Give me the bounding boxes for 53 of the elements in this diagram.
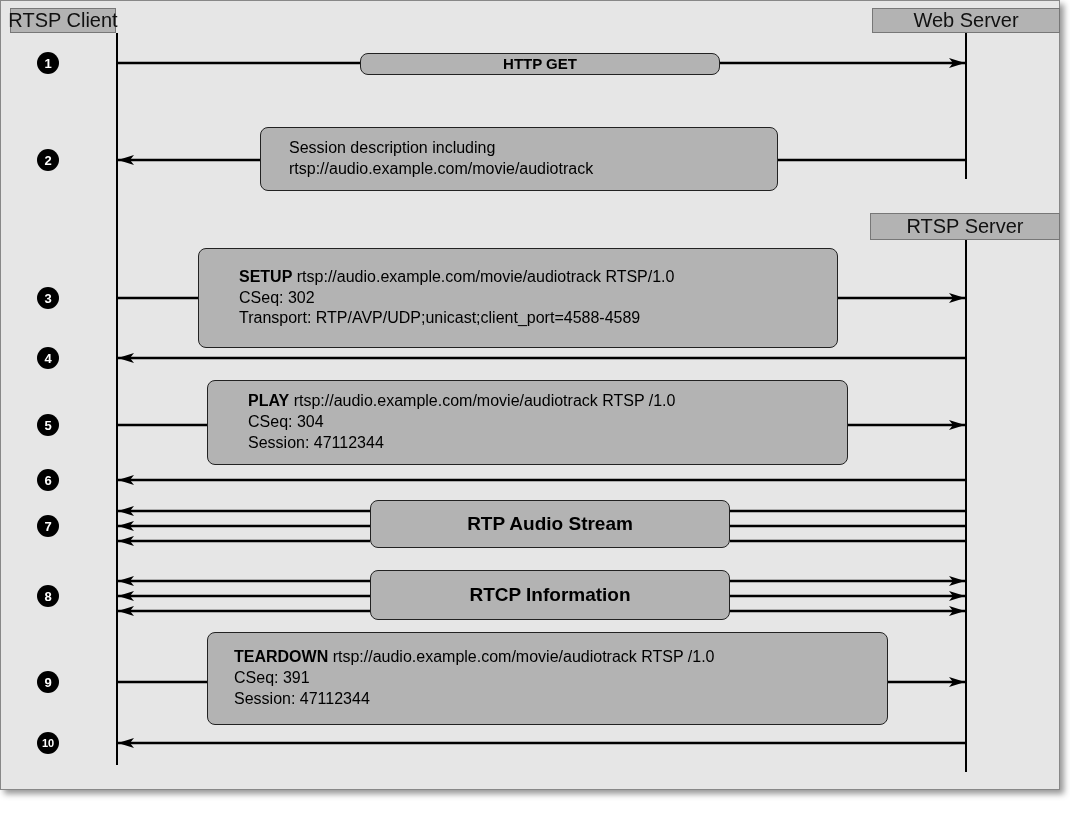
message-text: CSeq: 304 (248, 412, 324, 433)
message-box (260, 127, 778, 191)
connector-line (730, 524, 965, 528)
participant-box (870, 213, 1060, 240)
message-text: PLAY rtsp://audio.example.com/movie/audiotrack RTSP /1.0 (248, 391, 676, 412)
participant-box (872, 8, 1060, 33)
arrow (720, 58, 965, 68)
message-text: Session: 47112344 (248, 432, 384, 453)
connector-line (778, 158, 965, 162)
participant-name: RTSP Server (906, 215, 1024, 238)
connector-line (118, 680, 207, 684)
message-box (207, 380, 848, 465)
arrow (730, 606, 965, 616)
lifeline (965, 240, 967, 772)
arrow (118, 353, 965, 363)
message-text: Session description including rtsp://audio.example.com/movie/audiotrack (289, 138, 595, 179)
connector-line (118, 423, 207, 427)
arrow (118, 506, 370, 516)
arrow (730, 576, 965, 586)
arrow (848, 420, 965, 430)
message-text: SETUP rtsp://audio.example.com/movie/audiotrack RTSP/1.0 (239, 266, 675, 287)
lifeline (965, 33, 967, 179)
message-box (198, 248, 838, 348)
message-box (207, 632, 888, 725)
arrow (730, 591, 965, 601)
arrow (118, 738, 965, 748)
participant-name: RTSP Client (8, 9, 118, 32)
message-box (370, 570, 730, 620)
message-text: CSeq: 302 (239, 287, 315, 308)
arrow (888, 677, 965, 687)
message-text: CSeq: 391 (234, 668, 310, 689)
arrow (118, 576, 370, 586)
message-text: Session: 47112344 (234, 688, 370, 709)
message-box (360, 53, 720, 75)
connector-line (118, 296, 198, 300)
message-box (370, 500, 730, 548)
arrow (118, 521, 370, 531)
message-text: RTCP Information (469, 582, 631, 607)
arrow (118, 606, 370, 616)
arrow (118, 475, 965, 485)
connector-line (118, 61, 360, 65)
message-text: Transport: RTP/AVP/UDP;unicast;client_port=4588-4589 (239, 308, 641, 329)
connector-line (730, 509, 965, 513)
arrow (118, 591, 370, 601)
lifeline (116, 33, 118, 765)
arrow (118, 155, 260, 165)
message-text: RTP Audio Stream (467, 511, 633, 536)
arrow (838, 293, 965, 303)
connector-line (730, 539, 965, 543)
message-text: HTTP GET (503, 54, 577, 74)
arrow (118, 536, 370, 546)
participant-name: Web Server (913, 9, 1019, 32)
message-text: TEARDOWN rtsp://audio.example.com/movie/audiotrack RTSP /1.0 (234, 647, 715, 668)
